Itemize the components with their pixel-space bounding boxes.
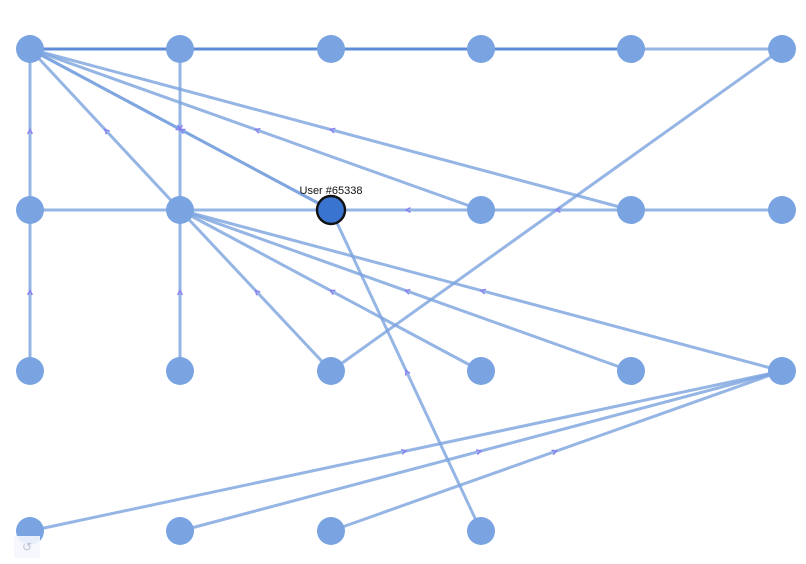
arrow-icon bbox=[176, 289, 184, 296]
arrow-icon bbox=[329, 289, 336, 296]
arrow-icon bbox=[179, 128, 186, 135]
graph-node[interactable] bbox=[166, 35, 194, 63]
arrow-icon bbox=[554, 206, 561, 214]
graph-node[interactable] bbox=[16, 35, 44, 63]
graph-node[interactable] bbox=[467, 35, 495, 63]
graph-node[interactable] bbox=[166, 517, 194, 545]
graph-node[interactable] bbox=[166, 196, 194, 224]
arrow-icon bbox=[104, 128, 110, 135]
selected-node-label: User #65338 bbox=[300, 185, 363, 197]
graph-node[interactable] bbox=[768, 35, 796, 63]
graph-node[interactable] bbox=[317, 35, 345, 63]
graph-node[interactable] bbox=[317, 357, 345, 385]
arrow-icon bbox=[479, 288, 487, 295]
arrow-icon bbox=[26, 128, 34, 135]
arrow-icon bbox=[254, 289, 261, 296]
node-layer[interactable] bbox=[16, 35, 796, 545]
arrow-icon bbox=[404, 206, 411, 214]
arrow-icon bbox=[475, 449, 483, 455]
reset-icon: ↺ bbox=[21, 540, 33, 554]
graph-node[interactable] bbox=[617, 357, 645, 385]
graph-node[interactable] bbox=[617, 196, 645, 224]
arrow-icon bbox=[254, 128, 261, 134]
arrow-layer bbox=[26, 45, 561, 456]
graph-node[interactable] bbox=[768, 357, 796, 385]
arrow-icon bbox=[26, 289, 34, 296]
graph-node[interactable] bbox=[467, 517, 495, 545]
arrow-icon bbox=[401, 448, 408, 455]
graph-node[interactable] bbox=[768, 196, 796, 224]
graph-node[interactable] bbox=[617, 35, 645, 63]
arrow-icon bbox=[404, 369, 411, 376]
graph-node[interactable] bbox=[166, 357, 194, 385]
graph-node[interactable] bbox=[16, 196, 44, 224]
graph-node[interactable] bbox=[467, 196, 495, 224]
label-layer: User #65338 bbox=[300, 185, 363, 197]
graph-node[interactable] bbox=[317, 517, 345, 545]
arrow-icon bbox=[551, 449, 558, 456]
graph-node[interactable] bbox=[467, 357, 495, 385]
graph-node[interactable] bbox=[16, 357, 44, 385]
arrow-icon bbox=[329, 127, 336, 134]
selected-node[interactable] bbox=[315, 194, 347, 226]
arrow-icon bbox=[404, 289, 411, 295]
reset-view-button[interactable]: ↺ bbox=[14, 536, 40, 558]
